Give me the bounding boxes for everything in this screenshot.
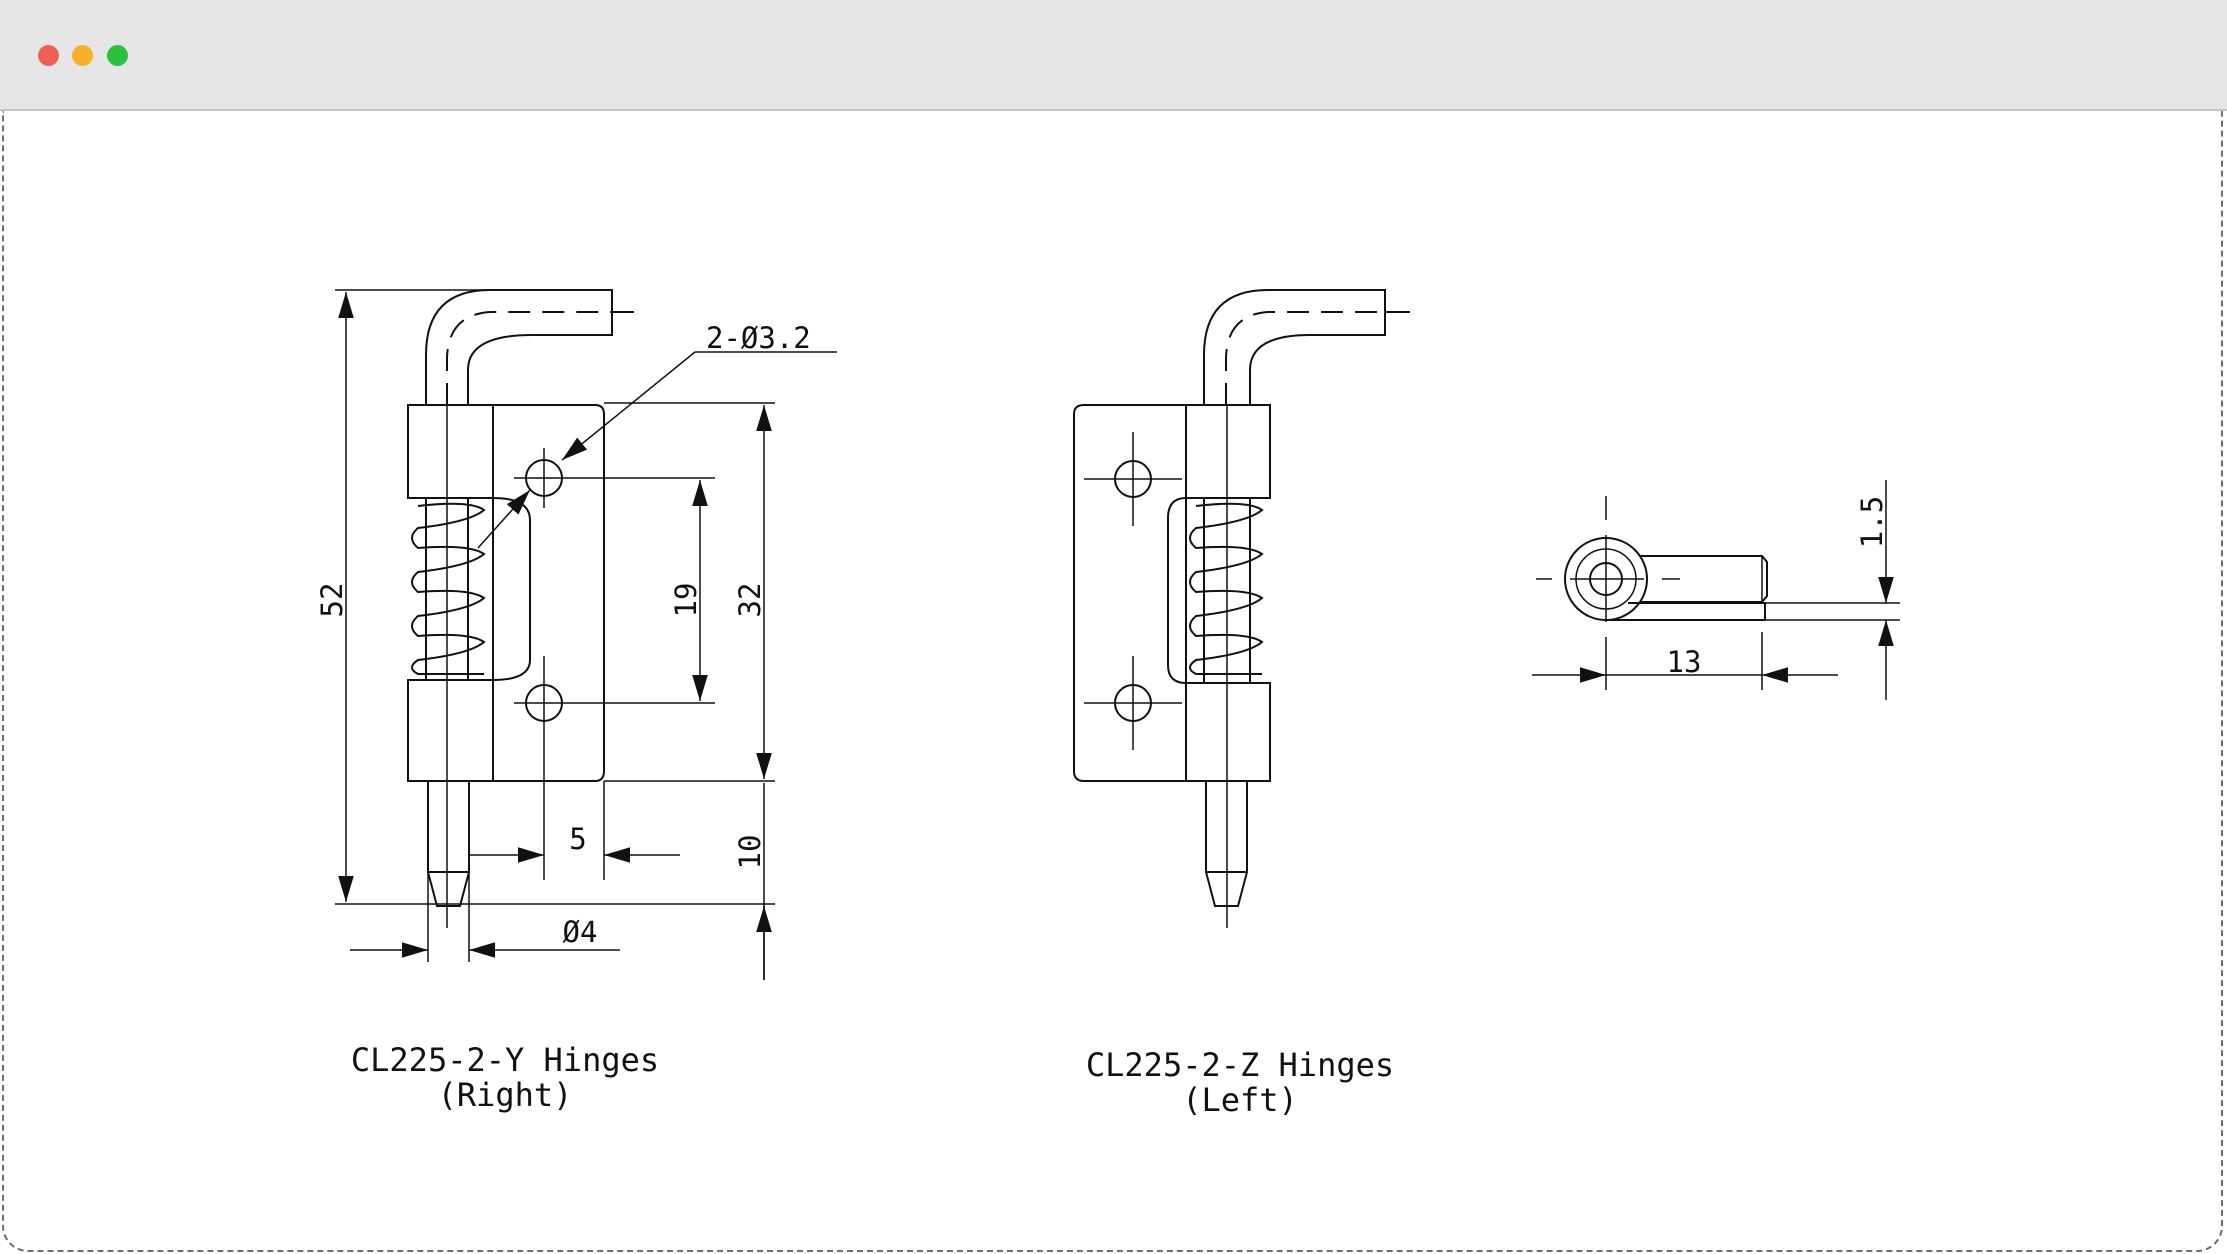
eye-width-label: 13: [1667, 645, 1702, 679]
caption-left-model: CL225-2-Z Hinges: [1085, 1046, 1395, 1084]
overall-height-label: 52: [315, 583, 349, 618]
minimize-button[interactable]: [72, 45, 93, 66]
title-bar: [0, 0, 2227, 111]
left-hinge-upper-knuckle: [1185, 404, 1271, 499]
left-hinge-spring: [1189, 502, 1264, 675]
plate-thickness-label: 1.5: [1855, 496, 1889, 548]
right-hinge-pin-bend: [425, 289, 613, 405]
hole-callout-label: 2-Ø3.2: [706, 321, 811, 355]
side-view-arm: [1640, 555, 1768, 603]
right-hinge-dimensions: [335, 289, 837, 980]
side-view: [1536, 496, 1768, 690]
right-hinge-lower-knuckle: [407, 679, 494, 782]
pin-diameter-label: Ø4: [563, 915, 598, 949]
caption-left-side: (Left): [1182, 1081, 1298, 1119]
caption-left-hinge: CL225-2-Z Hinges (Left): [1025, 1048, 1455, 1118]
close-button[interactable]: [38, 45, 59, 66]
right-hinge-spring: [411, 502, 486, 675]
left-hinge-lower-knuckle: [1185, 682, 1271, 782]
content-area: [2, 111, 2223, 1252]
left-hinge-leaf-plate: [1073, 404, 1187, 782]
right-hinge-view: [407, 289, 634, 928]
left-hinge-pin-hidden-line: [1225, 311, 1385, 405]
caption-right-model: CL225-2-Y Hinges: [350, 1041, 660, 1079]
caption-right-hinge: CL225-2-Y Hinges (Right): [290, 1043, 720, 1113]
right-hinge-upper-knuckle: [407, 404, 494, 499]
side-view-plate: [1606, 602, 1766, 621]
maximize-button[interactable]: [107, 45, 128, 66]
hole-spacing-label: 19: [669, 583, 703, 618]
left-hinge-view: [1073, 289, 1410, 928]
right-hinge-pin-hidden-line: [446, 311, 612, 405]
right-hinge-leaf-plate: [492, 404, 605, 782]
right-hinge-pin-tip: [427, 781, 470, 907]
caption-right-side: (Right): [437, 1076, 573, 1114]
hole-offset-label: 5: [569, 822, 586, 856]
pin-length-label: 10: [733, 835, 767, 870]
left-hinge-pin-bend: [1203, 289, 1386, 405]
left-hinge-leaf-cutout: [1167, 497, 1187, 684]
plate-height-label: 32: [733, 583, 767, 618]
side-view-dimensions: [1532, 480, 1900, 700]
